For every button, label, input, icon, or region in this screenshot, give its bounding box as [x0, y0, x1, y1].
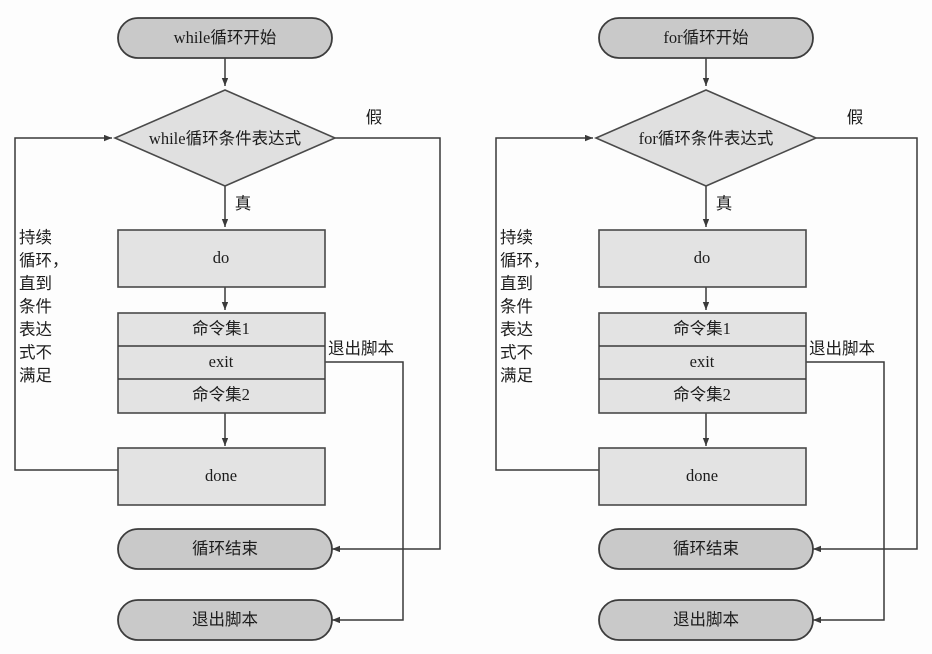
node-label: while循环条件表达式 [149, 129, 301, 148]
node-for-condition[interactable]: for循环条件表达式 [593, 89, 819, 187]
loop-back-line-7: 满足 [500, 366, 533, 385]
loop-back-line-5: 表达 [19, 320, 52, 339]
loop-back-line-7: 满足 [19, 366, 52, 385]
node-label: done [686, 466, 718, 485]
node-while-do[interactable]: do [117, 229, 326, 288]
edge-label-false: 假 [366, 108, 383, 127]
node-label: 退出脚本 [673, 610, 739, 629]
loop-back-line-5: 表达 [500, 320, 533, 339]
node-label-cmd1: 命令集1 [192, 319, 250, 338]
edge-exit-to-script-exit [806, 361, 885, 624]
loop-back-line-3: 直到 [19, 274, 52, 293]
node-label: for循环开始 [663, 28, 748, 47]
edge-done-loop-back [14, 134, 118, 471]
while-loop-flowchart: while循环开始 while循环条件表达式 do 命令集1 exit 命令集2 [14, 17, 441, 641]
node-label: 循环结束 [673, 539, 739, 558]
node-label-cmd2: 命令集2 [673, 385, 731, 404]
node-for-done[interactable]: done [598, 447, 807, 506]
node-label-cmd2: 命令集2 [192, 385, 250, 404]
node-while-command-stack: 命令集1 exit 命令集2 [117, 312, 326, 414]
loop-back-line-1: 持续 [19, 228, 52, 247]
node-while-start[interactable]: while循环开始 [117, 17, 333, 59]
node-for-script-exit[interactable]: 退出脚本 [598, 599, 814, 641]
node-while-condition[interactable]: while循环条件表达式 [112, 89, 338, 187]
edge-done-loop-back [495, 134, 599, 471]
loop-back-line-4: 条件 [500, 297, 533, 316]
node-label: done [205, 466, 237, 485]
loop-back-line-3: 直到 [500, 274, 533, 293]
loop-back-line-6: 式不 [500, 343, 533, 362]
edge-label-loop-back: 持续 循环， 直到 条件 表达 式不 满足 [19, 228, 69, 385]
node-for-start[interactable]: for循环开始 [598, 17, 814, 59]
edge-exit-to-script-exit [325, 361, 404, 624]
node-for-command-stack: 命令集1 exit 命令集2 [598, 312, 807, 414]
loop-back-line-2: 循环， [500, 251, 550, 270]
node-label-exit: exit [690, 352, 715, 371]
for-loop-flowchart: for循环开始 for循环条件表达式 do 命令集1 exit 命令集2 d [495, 17, 918, 641]
edge-label-exit-script: 退出脚本 [809, 339, 875, 358]
node-label: do [213, 248, 230, 267]
node-label: for循环条件表达式 [639, 129, 774, 148]
node-for-loop-end[interactable]: 循环结束 [598, 528, 814, 570]
node-label-exit: exit [209, 352, 234, 371]
node-label: 退出脚本 [192, 610, 258, 629]
loop-back-line-1: 持续 [500, 228, 533, 247]
edge-label-loop-back: 持续 循环， 直到 条件 表达 式不 满足 [500, 228, 550, 385]
node-while-loop-end[interactable]: 循环结束 [117, 528, 333, 570]
node-while-script-exit[interactable]: 退出脚本 [117, 599, 333, 641]
node-for-do[interactable]: do [598, 229, 807, 288]
node-label: while循环开始 [174, 28, 277, 47]
loop-back-line-2: 循环， [19, 251, 69, 270]
edge-label-true: 真 [235, 194, 252, 213]
edge-label-true: 真 [716, 194, 733, 213]
edge-label-exit-script: 退出脚本 [328, 339, 394, 358]
edge-false-to-loop-end [813, 137, 918, 553]
edge-label-false: 假 [847, 108, 864, 127]
node-label: 循环结束 [192, 539, 258, 558]
edge-false-to-loop-end [332, 137, 441, 553]
loop-back-line-4: 条件 [19, 297, 52, 316]
node-label-cmd1: 命令集1 [673, 319, 731, 338]
loop-back-line-6: 式不 [19, 343, 52, 362]
node-label: do [694, 248, 711, 267]
node-while-done[interactable]: done [117, 447, 326, 506]
